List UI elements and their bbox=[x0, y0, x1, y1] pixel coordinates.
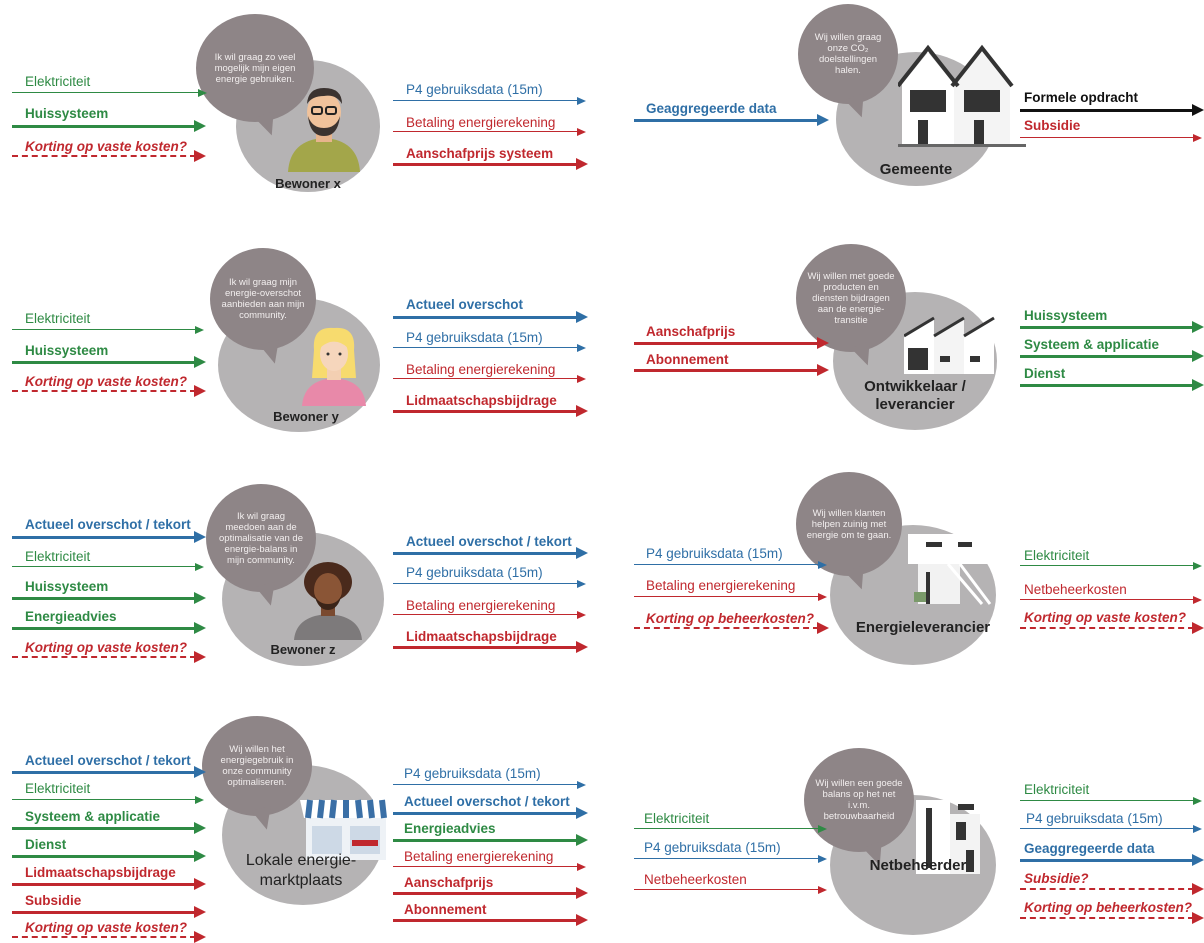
flow-label: Netbeheerkosten bbox=[1024, 582, 1127, 597]
flow-label: Aanschafprijs bbox=[646, 324, 736, 339]
gemeente-label: Gemeente bbox=[879, 161, 953, 178]
flow-label: Huissysteem bbox=[1024, 308, 1108, 323]
flow-label: Korting op vaste kosten? bbox=[25, 139, 188, 154]
flow-label: Huissysteem bbox=[25, 106, 109, 121]
flow-label: Actueel overschot / tekort bbox=[404, 794, 570, 809]
bewoner-x-speech-bubble: Ik wil graag zo veel mogelijk mijn eigen… bbox=[196, 14, 314, 139]
flow-label: P4 gebruiksdata (15m) bbox=[644, 840, 781, 855]
marktplaats-speech-bubble: Wij willen het energiegebruik in onze co… bbox=[202, 716, 312, 833]
gemeente-speech-bubble: Wij willen graag onze CO₂ doelstellingen… bbox=[798, 4, 898, 121]
flow-label: Subsidie? bbox=[1024, 871, 1089, 886]
bewoner-z-speech-bubble: Ik wil graag meedoen aan de optimalisati… bbox=[206, 484, 316, 609]
ontwikkelaar-speech-bubble: Wij willen met goede producten en dienst… bbox=[796, 244, 906, 369]
energieleverancier-quote: Wij willen klanten helpen zuinig met ene… bbox=[806, 507, 892, 541]
netbeheerder-label: Netbeheerder bbox=[869, 857, 967, 874]
flow-label: Formele opdracht bbox=[1024, 90, 1139, 105]
bewoner-y-label: Bewoner y bbox=[273, 409, 339, 424]
flow-label: Abonnement bbox=[404, 902, 487, 917]
tower-building-icon bbox=[916, 800, 980, 874]
flow-label: Subsidie bbox=[1024, 118, 1081, 133]
flow-label: Huissysteem bbox=[25, 343, 109, 358]
flow-label: Actueel overschot bbox=[406, 297, 524, 312]
flow-label: Dienst bbox=[1024, 366, 1066, 381]
villa-icon bbox=[908, 534, 992, 605]
flow-label: Korting op vaste kosten? bbox=[1024, 610, 1187, 625]
flow-label: Energieadvies bbox=[404, 821, 496, 836]
flow-label: Abonnement bbox=[646, 352, 729, 367]
flow-label: Elektriciteit bbox=[25, 781, 91, 796]
flow-label: Huissysteem bbox=[25, 579, 109, 594]
flow-label: Korting op vaste kosten? bbox=[25, 374, 188, 389]
flow-label: P4 gebruiksdata (15m) bbox=[646, 546, 783, 561]
flow-label: Elektriciteit bbox=[25, 311, 91, 326]
flow-label: Actueel overschot / tekort bbox=[25, 517, 191, 532]
ontwikkelaar-label-line1: Ontwikkelaar / bbox=[864, 378, 966, 395]
building-icon bbox=[898, 44, 1026, 147]
energieleverancier-speech-bubble: Wij willen klanten helpen zuinig met ene… bbox=[796, 472, 902, 593]
flow-label: Korting op vaste kosten? bbox=[25, 640, 188, 655]
flow-label: Betaling energierekening bbox=[406, 598, 556, 613]
flow-label: Geaggregeerde data bbox=[1024, 841, 1155, 856]
energieleverancier-label: Energieleverancier bbox=[855, 619, 991, 636]
flow-label: Elektriciteit bbox=[1024, 782, 1090, 797]
bewoner-z-avatar-icon bbox=[294, 562, 362, 640]
flow-label: P4 gebruiksdata (15m) bbox=[406, 82, 543, 97]
bewoner-y-quote: Ik wil graag mijn energie-overschot aanb… bbox=[221, 277, 305, 321]
flow-label: Energieadvies bbox=[25, 609, 117, 624]
flow-label: Elektriciteit bbox=[25, 549, 91, 564]
flow-label: Lidmaatschapsbijdrage bbox=[406, 629, 557, 644]
gemeente-quote: Wij willen graag onze CO₂ doelstellingen… bbox=[814, 32, 882, 76]
netbeheerder-quote: Wij willen een goede balans op het net i… bbox=[815, 778, 903, 822]
flow-label: Elektriciteit bbox=[644, 811, 710, 826]
bewoner-x-label: Bewoner x bbox=[275, 176, 341, 191]
flow-label: Betaling energierekening bbox=[646, 578, 796, 593]
flow-label: P4 gebruiksdata (15m) bbox=[406, 565, 543, 580]
flow-label: Actueel overschot / tekort bbox=[25, 753, 191, 768]
flow-label: P4 gebruiksdata (15m) bbox=[406, 330, 543, 345]
flow-label: Aanschafprijs systeem bbox=[406, 146, 554, 161]
flow-label: Betaling energierekening bbox=[406, 362, 556, 377]
flow-label: Geaggregeerde data bbox=[646, 101, 777, 116]
flow-label: P4 gebruiksdata (15m) bbox=[1026, 811, 1163, 826]
bewoner-z-label: Bewoner z bbox=[270, 642, 336, 657]
bewoner-y-avatar-icon bbox=[302, 327, 366, 406]
flow-label: Lidmaatschapsbijdrage bbox=[406, 393, 557, 408]
flow-label: Betaling energierekening bbox=[404, 849, 554, 864]
flow-label: Subsidie bbox=[25, 893, 82, 908]
marktplaats-label-line1: Lokale energie- bbox=[245, 852, 357, 869]
flow-label: Korting op beheerkosten? bbox=[1024, 900, 1193, 915]
flow-label: Aanschafprijs bbox=[404, 875, 494, 890]
bewoner-x-quote: Ik wil graag zo veel mogelijk mijn eigen… bbox=[214, 51, 296, 85]
flow-label: Systeem & applicatie bbox=[25, 809, 161, 824]
bewoner-y-speech-bubble: Ik wil graag mijn energie-overschot aanb… bbox=[210, 248, 316, 367]
marktplaats-label-line2: marktplaats bbox=[259, 872, 343, 889]
bewoner-z-quote: Ik wil graag meedoen aan de optimalisati… bbox=[219, 510, 303, 566]
flow-label: Netbeheerkosten bbox=[644, 872, 747, 887]
flow-label: Lidmaatschapsbijdrage bbox=[25, 865, 176, 880]
flow-label: Betaling energierekening bbox=[406, 115, 556, 130]
netbeheerder-speech-bubble: Wij willen een goede balans op het net i… bbox=[804, 748, 914, 869]
marktplaats-quote: Wij willen het energiegebruik in onze co… bbox=[220, 744, 294, 788]
factory-icon bbox=[904, 316, 995, 374]
flow-label: Elektriciteit bbox=[25, 74, 91, 89]
flow-label: Korting op beheerkosten? bbox=[646, 611, 815, 626]
ontwikkelaar-quote: Wij willen met goede producten en dienst… bbox=[807, 270, 895, 326]
flow-label: Elektriciteit bbox=[1024, 548, 1090, 563]
ontwikkelaar-label-line2: leverancier bbox=[875, 396, 955, 413]
flow-label: Korting op vaste kosten? bbox=[25, 920, 188, 935]
flow-label: Dienst bbox=[25, 837, 67, 852]
flow-label: P4 gebruiksdata (15m) bbox=[404, 766, 541, 781]
flow-label: Systeem & applicatie bbox=[1024, 337, 1160, 352]
shop-icon bbox=[300, 799, 392, 860]
bewoner-x-avatar-icon bbox=[288, 88, 360, 172]
flow-label: Actueel overschot / tekort bbox=[406, 534, 572, 549]
